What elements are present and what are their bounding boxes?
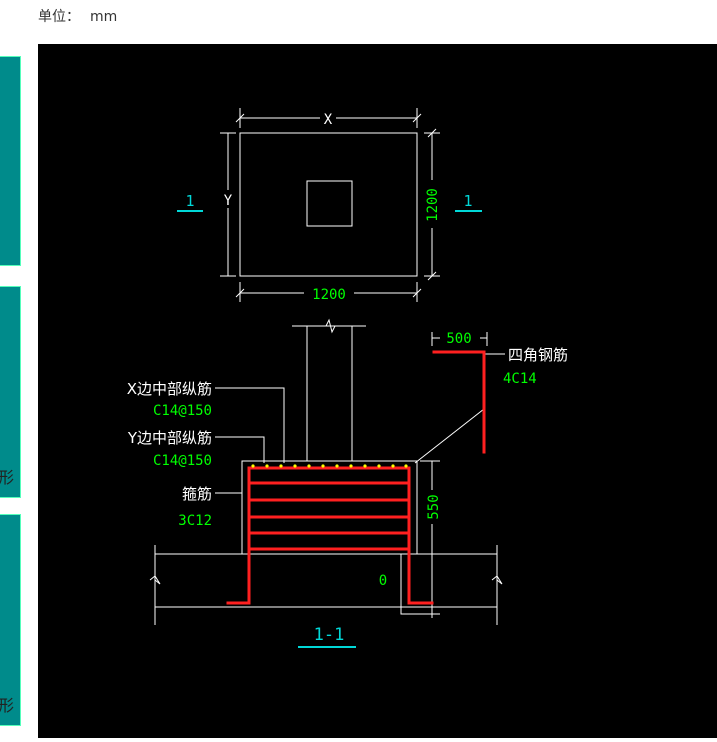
section-elevation: 0 — [379, 573, 387, 589]
unit-value: mm — [90, 9, 118, 25]
section-footing-outline — [241, 460, 418, 555]
option-tile-1[interactable] — [0, 56, 21, 266]
plan-y-label: Y — [224, 193, 233, 209]
section-dim-top: 500 — [446, 331, 471, 347]
corner-bars-label: 四角钢筋 — [508, 346, 568, 364]
left-panel: 形 形 — [0, 44, 28, 740]
section-dim-height: 550 — [426, 494, 442, 519]
plan-dim-right: 1200 — [425, 188, 441, 222]
unit-bar: 单位： mm — [38, 6, 117, 26]
unit-label: 单位： — [38, 9, 80, 25]
x-bars-spec: C14@150 — [153, 403, 212, 419]
section-marker-right: 1 — [463, 192, 472, 210]
stirrups-spec: 3C12 — [178, 513, 212, 529]
plan-column-outline — [306, 180, 353, 227]
drawing-canvas[interactable]: X Y 1200 1200 1 1 — [38, 44, 717, 738]
foundation-drawing: X Y 1200 1200 1 1 — [127, 108, 568, 648]
plan-dim-bottom: 1200 — [312, 287, 346, 303]
y-bars-spec: C14@150 — [153, 453, 212, 469]
x-bars-label: X边中部纵筋 — [127, 380, 212, 398]
option-tile-3-label: 形 — [0, 696, 15, 715]
option-tile-2[interactable] — [0, 286, 21, 498]
stirrups-label: 箍筋 — [182, 485, 212, 503]
option-tile-2-label: 形 — [0, 468, 15, 487]
section-marker-left: 1 — [185, 192, 194, 210]
corner-bars-spec: 4C14 — [503, 371, 537, 387]
option-tile-3[interactable] — [0, 514, 21, 726]
plan-footing-outline — [239, 132, 418, 277]
plan-x-label: X — [324, 112, 333, 128]
section-title: 1-1 — [314, 625, 345, 645]
y-bars-label: Y边中部纵筋 — [127, 429, 212, 447]
